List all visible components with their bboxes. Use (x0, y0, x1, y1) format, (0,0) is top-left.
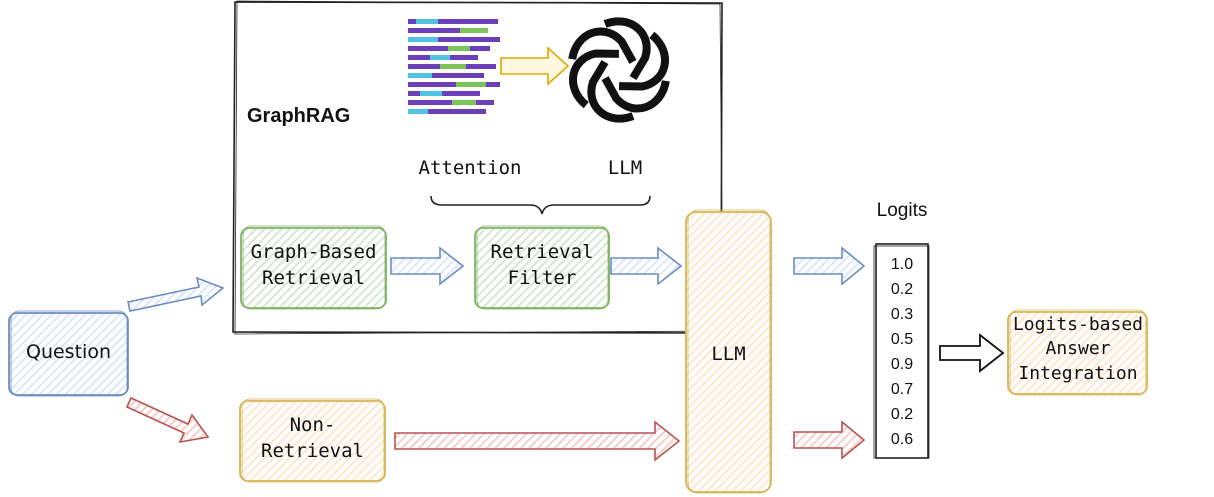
logit-value: 0.7 (890, 381, 914, 398)
logit-value: 0.6 (890, 431, 914, 448)
logit-value: 0.5 (890, 331, 914, 348)
logit-value: 1.0 (890, 256, 914, 273)
logit-value: 0.3 (890, 306, 914, 323)
logits-title: Logits (876, 200, 928, 221)
graph-retrieval-node (240, 225, 387, 310)
arrow-llm-to-logits-bottom (793, 420, 866, 460)
llm-node-label: LLM (711, 343, 746, 365)
attention-label: Attention (418, 157, 522, 179)
non-retrieval-label: Non- Retrieval (261, 414, 364, 462)
arrow-graph-retrieval-to-filter (390, 246, 465, 286)
logit-value: 0.2 (890, 281, 914, 298)
answer-integration-label: Logits-based Answer Integration (1012, 314, 1144, 384)
logit-value: 0.2 (890, 406, 914, 423)
document-lines-icon (408, 19, 500, 114)
arrow-llm-to-logits-top (793, 246, 866, 286)
openai-knot-icon (568, 17, 670, 123)
llm-node (685, 209, 772, 494)
attention-llm-brace (430, 195, 651, 215)
logits-vector (873, 243, 930, 459)
arrow-question-to-non-retrieval (125, 396, 210, 444)
doc-to-llm-arrow (500, 46, 570, 86)
llm-label: LLM (607, 157, 643, 179)
non-retrieval-node (239, 398, 386, 483)
arrow-filter-to-llm (610, 246, 683, 286)
arrow-non-retrieval-to-llm (394, 420, 681, 462)
question-label: Question (26, 341, 111, 363)
retrieval-filter-node (474, 225, 610, 310)
question-node (8, 310, 129, 397)
graph-retrieval-label: Graph-Based Retrieval (250, 241, 377, 289)
arrow-question-to-graph-retrieval (127, 276, 225, 312)
answer-integration-node (1007, 309, 1148, 396)
graphrag-title: GraphRAG (247, 105, 351, 127)
logit-value: 0.9 (890, 356, 914, 373)
arrow-logits-to-answer (939, 333, 1005, 373)
retrieval-filter-label: Retrieval Filter (490, 241, 594, 289)
